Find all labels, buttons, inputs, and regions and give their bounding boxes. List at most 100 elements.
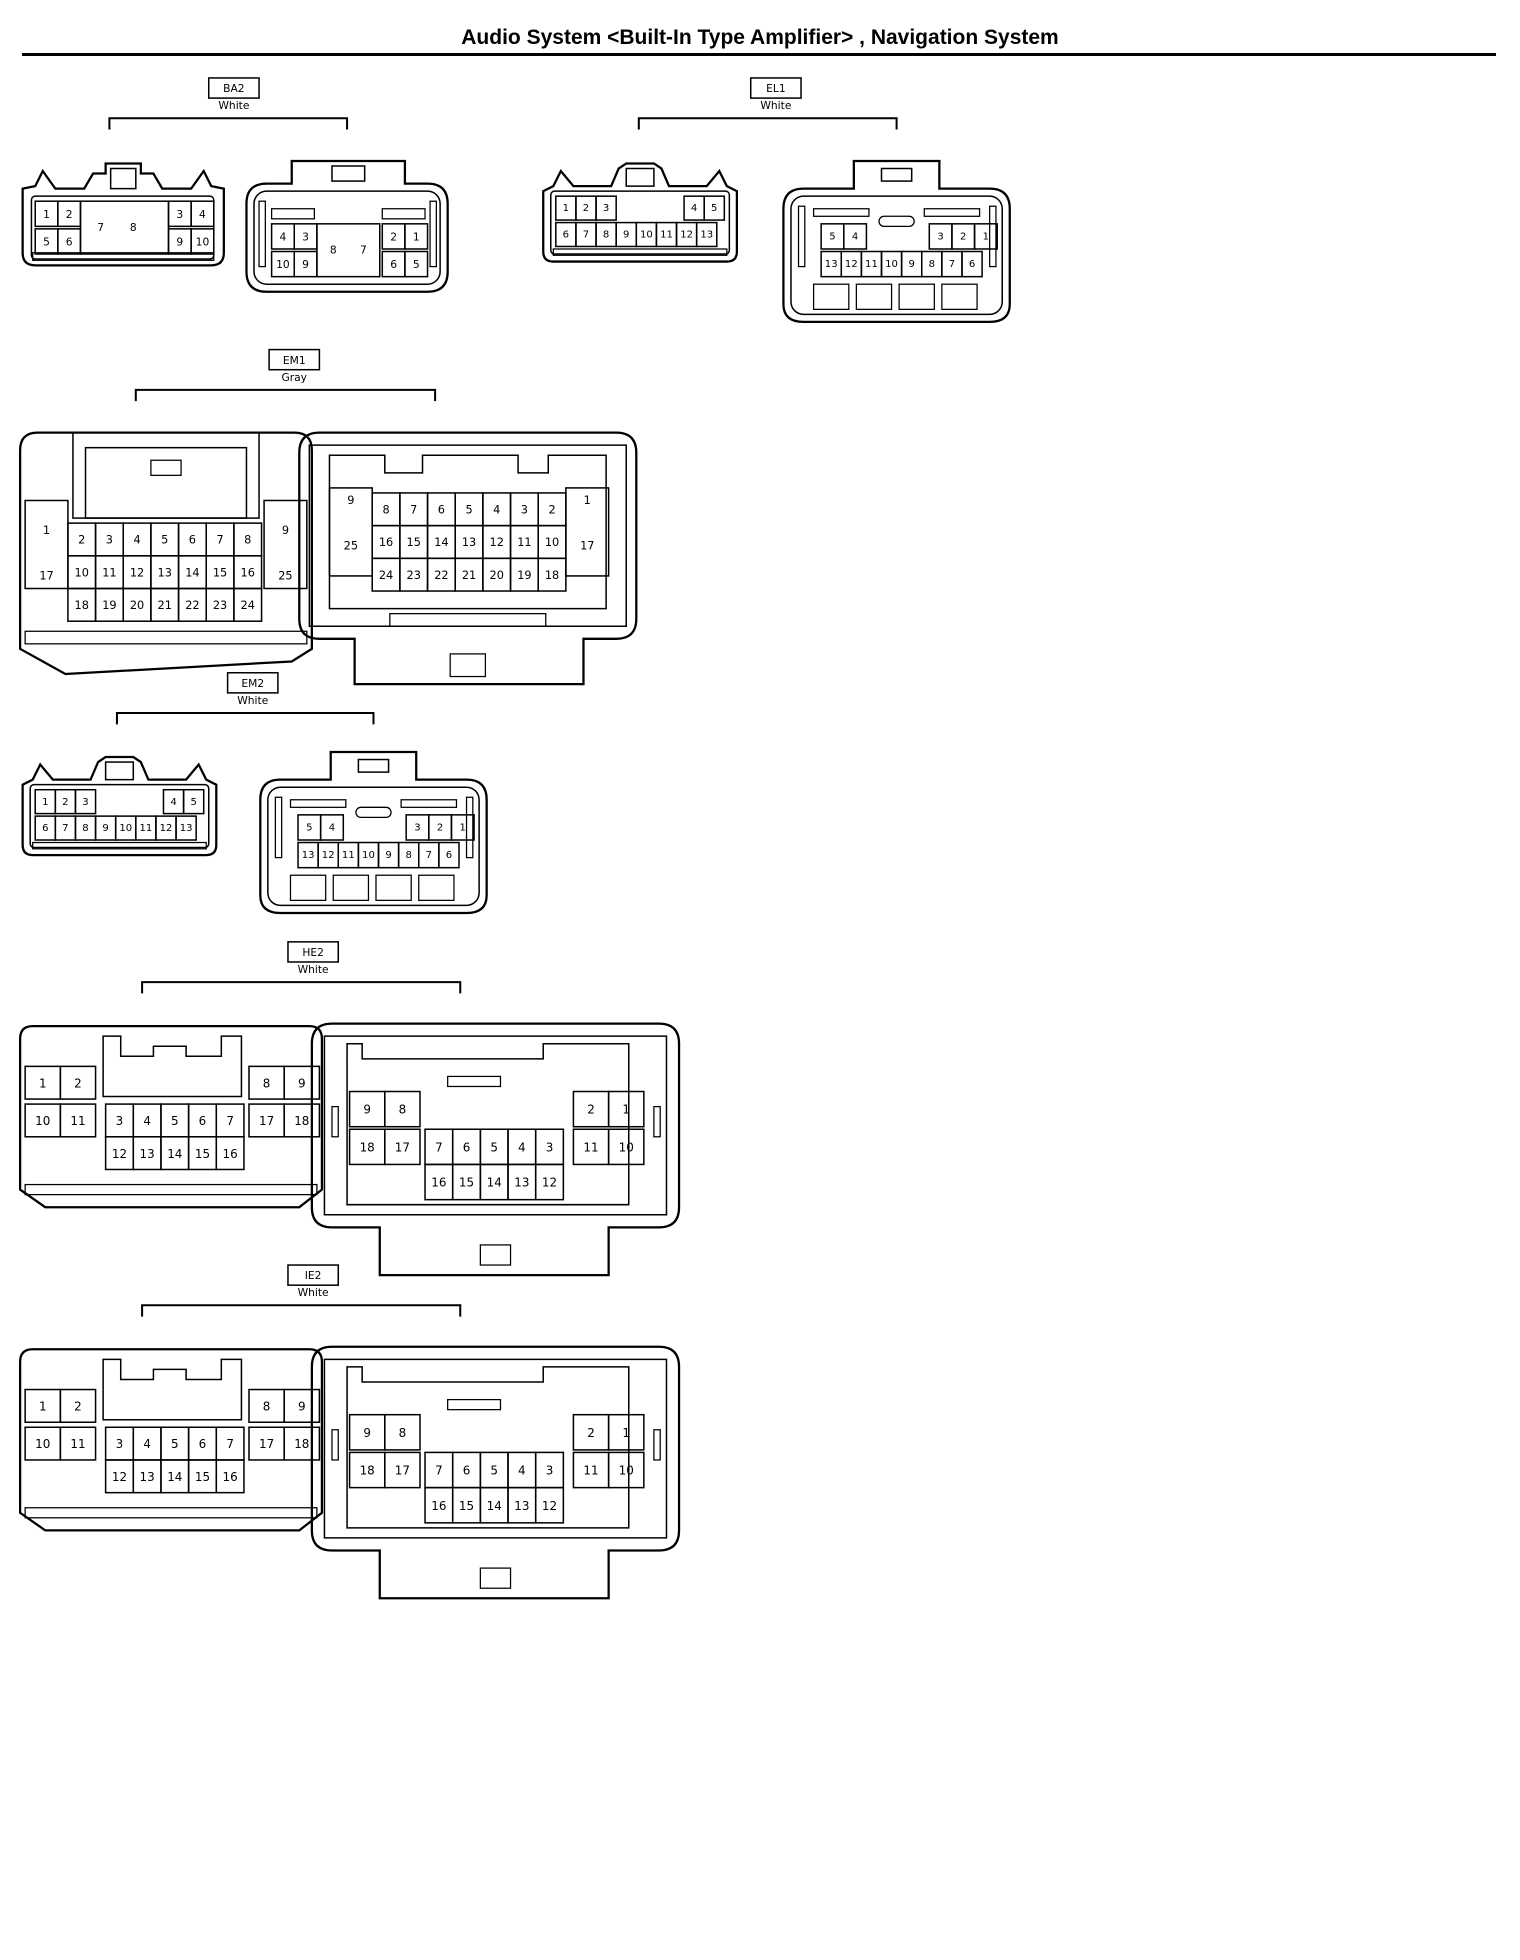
pin-4: 4 [691, 203, 697, 214]
pin-13: 13 [514, 1499, 529, 1513]
pin-8: 8 [263, 1400, 271, 1414]
pin-5: 5 [306, 823, 312, 834]
pin-24: 24 [241, 599, 255, 612]
pin-2: 2 [390, 231, 397, 244]
pin-7: 7 [62, 823, 68, 834]
pin-8: 8 [405, 850, 411, 861]
pin-17: 17 [259, 1437, 274, 1451]
pin-5: 5 [465, 503, 472, 516]
pin-4: 4 [170, 797, 176, 808]
pin-3: 3 [521, 503, 528, 516]
pin-5: 5 [490, 1464, 498, 1478]
pin-1: 1 [43, 208, 50, 221]
pin-12: 12 [490, 536, 504, 549]
pin-22: 22 [185, 599, 199, 612]
pin-7: 7 [216, 534, 223, 547]
pin-5: 5 [171, 1114, 179, 1128]
pin-8: 8 [263, 1076, 271, 1090]
pin-16: 16 [379, 536, 393, 549]
pin-13: 13 [462, 536, 476, 549]
pin-13: 13 [302, 850, 315, 861]
pin-6: 6 [390, 258, 397, 271]
pin-11: 11 [102, 566, 116, 579]
pin-7: 7 [226, 1114, 234, 1128]
pin-5: 5 [711, 203, 717, 214]
pin-8: 8 [82, 823, 88, 834]
pin-9: 9 [298, 1400, 306, 1414]
pin-3: 3 [82, 797, 88, 808]
pin-7: 7 [435, 1140, 443, 1154]
pin-14: 14 [434, 536, 448, 549]
pin-25: 25 [344, 539, 358, 552]
pin-6: 6 [563, 230, 569, 241]
pin-25: 25 [278, 569, 292, 582]
pin-13: 13 [700, 230, 713, 241]
connector-code: BA2 [223, 82, 244, 95]
pin-2: 2 [74, 1076, 82, 1090]
pin-6: 6 [189, 534, 196, 547]
connector-code: IE2 [305, 1269, 322, 1282]
pin-18: 18 [360, 1464, 375, 1478]
pin-6: 6 [42, 823, 48, 834]
page-title: Audio System <Built-In Type Amplifier> ,… [461, 26, 1059, 49]
pin-17: 17 [259, 1114, 274, 1128]
pin-22: 22 [434, 569, 448, 582]
connector-color: White [298, 1286, 329, 1299]
pin-12: 12 [542, 1499, 557, 1513]
connector-color: White [760, 99, 791, 112]
pin-13: 13 [825, 259, 838, 270]
pin-16: 16 [223, 1147, 238, 1161]
pin-7: 7 [410, 503, 417, 516]
connector-color: Gray [281, 371, 307, 384]
pin-17: 17 [39, 569, 53, 582]
pin-11: 11 [660, 230, 673, 241]
pin-18: 18 [75, 599, 89, 612]
pin-3: 3 [546, 1140, 554, 1154]
pin-10: 10 [276, 258, 290, 271]
pin-12: 12 [160, 823, 173, 834]
connector-color: White [237, 694, 268, 707]
pin-4: 4 [199, 208, 206, 221]
pin-20: 20 [490, 569, 504, 582]
pin-15: 15 [195, 1470, 210, 1484]
pin-8: 8 [929, 259, 935, 270]
pin-19: 19 [102, 599, 116, 612]
pin-2: 2 [437, 823, 443, 834]
pin-17: 17 [580, 539, 594, 552]
pin-15: 15 [213, 566, 227, 579]
pin-7: 7 [949, 259, 955, 270]
pin-1: 1 [622, 1426, 630, 1440]
pin-1: 1 [622, 1103, 630, 1117]
pin-6: 6 [199, 1114, 207, 1128]
pin-4: 4 [493, 503, 500, 516]
pin-3: 3 [937, 232, 943, 243]
pin-13: 13 [514, 1176, 529, 1190]
pin-3: 3 [176, 208, 183, 221]
pin-1: 1 [460, 823, 466, 834]
pin-2: 2 [62, 797, 68, 808]
pin-4: 4 [280, 231, 287, 244]
pin-1: 1 [563, 203, 569, 214]
pin-13: 13 [140, 1470, 155, 1484]
pin-14: 14 [487, 1499, 502, 1513]
pin-5: 5 [490, 1140, 498, 1154]
pin-3: 3 [302, 231, 309, 244]
pin-7: 7 [435, 1464, 443, 1478]
pin-13: 13 [180, 823, 193, 834]
pin-18: 18 [294, 1114, 309, 1128]
pin-2: 2 [548, 503, 555, 516]
title-rule [22, 53, 1496, 56]
pin-16: 16 [223, 1470, 238, 1484]
pin-12: 12 [542, 1176, 557, 1190]
pin-21: 21 [462, 569, 476, 582]
